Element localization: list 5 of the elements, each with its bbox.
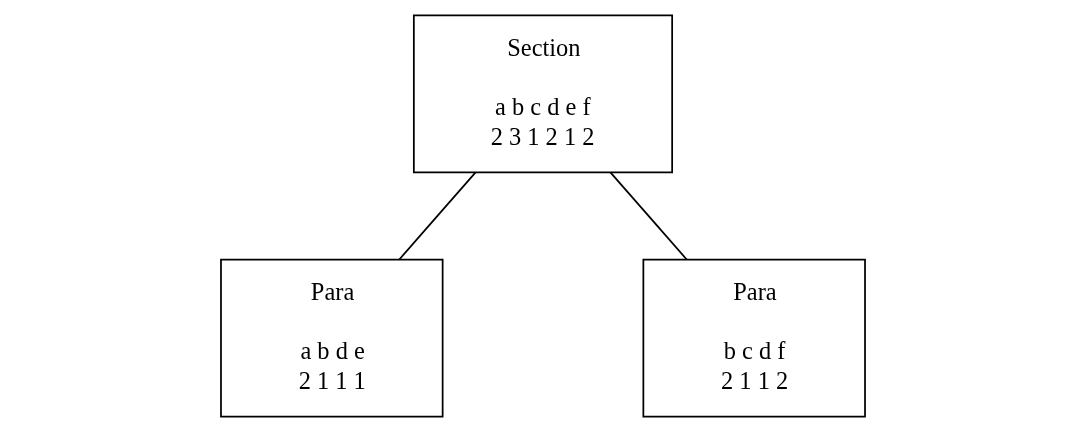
connector xyxy=(609,171,688,261)
node-box: Para b c d f 2 1 1 2 xyxy=(642,258,866,418)
node-box: Para a b d e 2 1 1 1 xyxy=(219,258,443,418)
connector xyxy=(397,171,476,261)
node-box: Section a b c d e f 2 3 1 2 1 2 xyxy=(412,14,673,174)
